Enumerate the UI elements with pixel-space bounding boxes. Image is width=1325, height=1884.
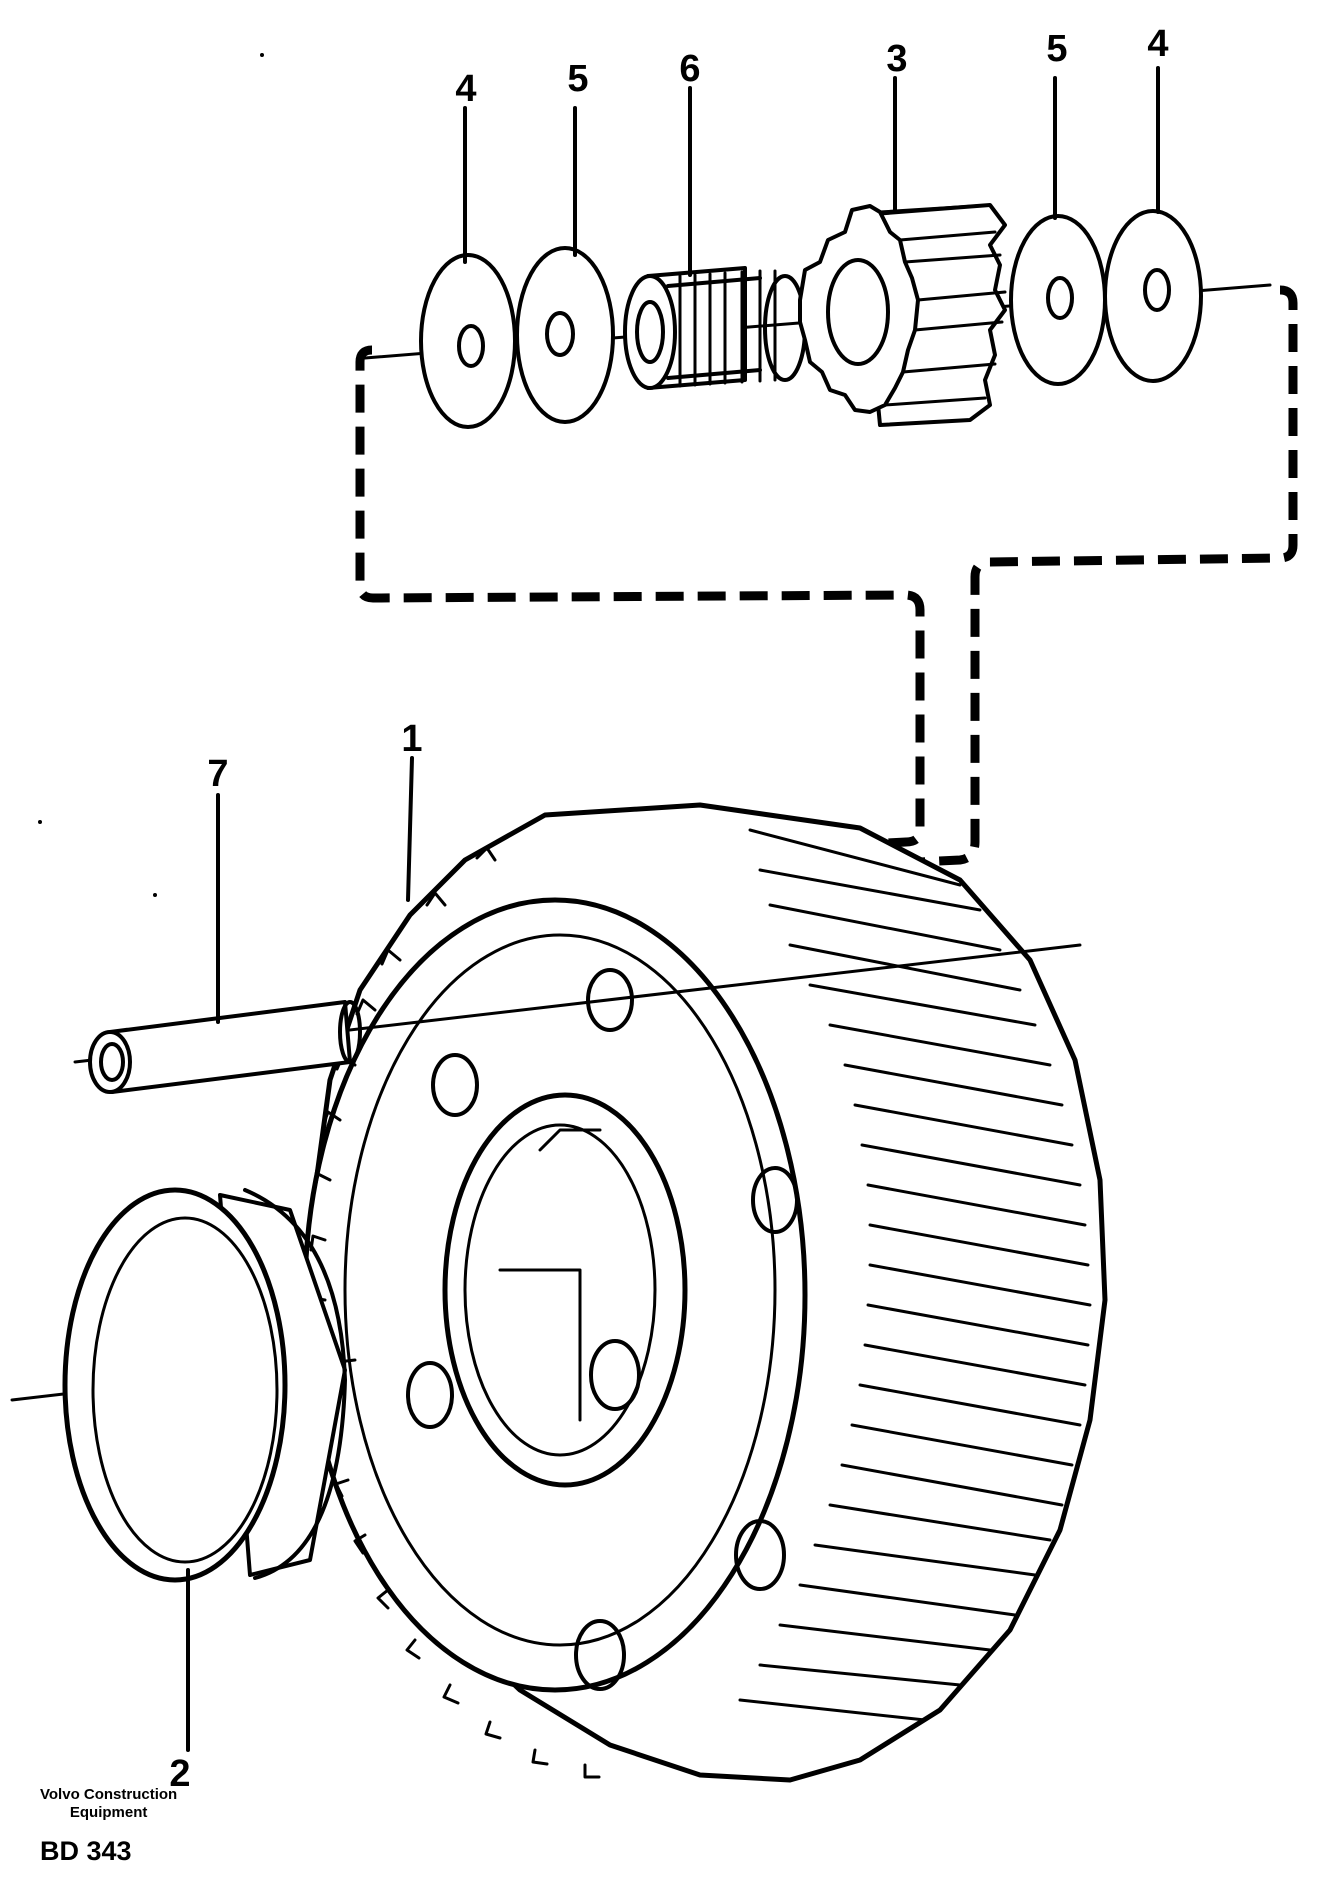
carrier-face-inner-ring (343, 933, 777, 1647)
drawing-code: BD 343 (40, 1836, 132, 1866)
carrier-bolt-holes (406, 968, 799, 1691)
maker-name-line1: Volvo Construction (40, 1786, 178, 1803)
needle-bearing (623, 266, 807, 390)
assembly-indicator-bracket (355, 285, 1298, 873)
carrier-center-bore (442, 1092, 688, 1488)
callout-7: 7 (207, 753, 229, 795)
carrier-teeth-right (738, 828, 1092, 1722)
callout-4-right: 4 (1147, 23, 1169, 65)
thrust-washer-right (1103, 209, 1203, 383)
upper-subassembly (363, 203, 1272, 429)
thrust-washer-left (419, 253, 517, 429)
callout-3: 3 (886, 38, 908, 80)
maker-name-line2: Equipment (69, 1804, 148, 1821)
drawing-footer: Volvo Construction Equipment BD 343 (40, 1786, 177, 1866)
planet-shaft (73, 943, 1082, 1094)
carrier-bore-spline (498, 1128, 602, 1422)
planet-carrier-gear (302, 802, 1108, 1783)
callout-6: 6 (679, 48, 701, 90)
spacer-washer-right (1009, 214, 1107, 386)
planet-gear (798, 203, 1007, 427)
callout-1: 1 (401, 718, 423, 760)
callout-5-right: 5 (1046, 28, 1068, 70)
callout-leaders (186, 66, 1160, 1752)
spacer-washer-left (515, 246, 615, 424)
callout-2: 2 (169, 1753, 191, 1795)
callout-4-left: 4 (455, 68, 477, 110)
bearing-race-ring (10, 1187, 357, 1583)
callout-5-left: 5 (567, 58, 589, 100)
